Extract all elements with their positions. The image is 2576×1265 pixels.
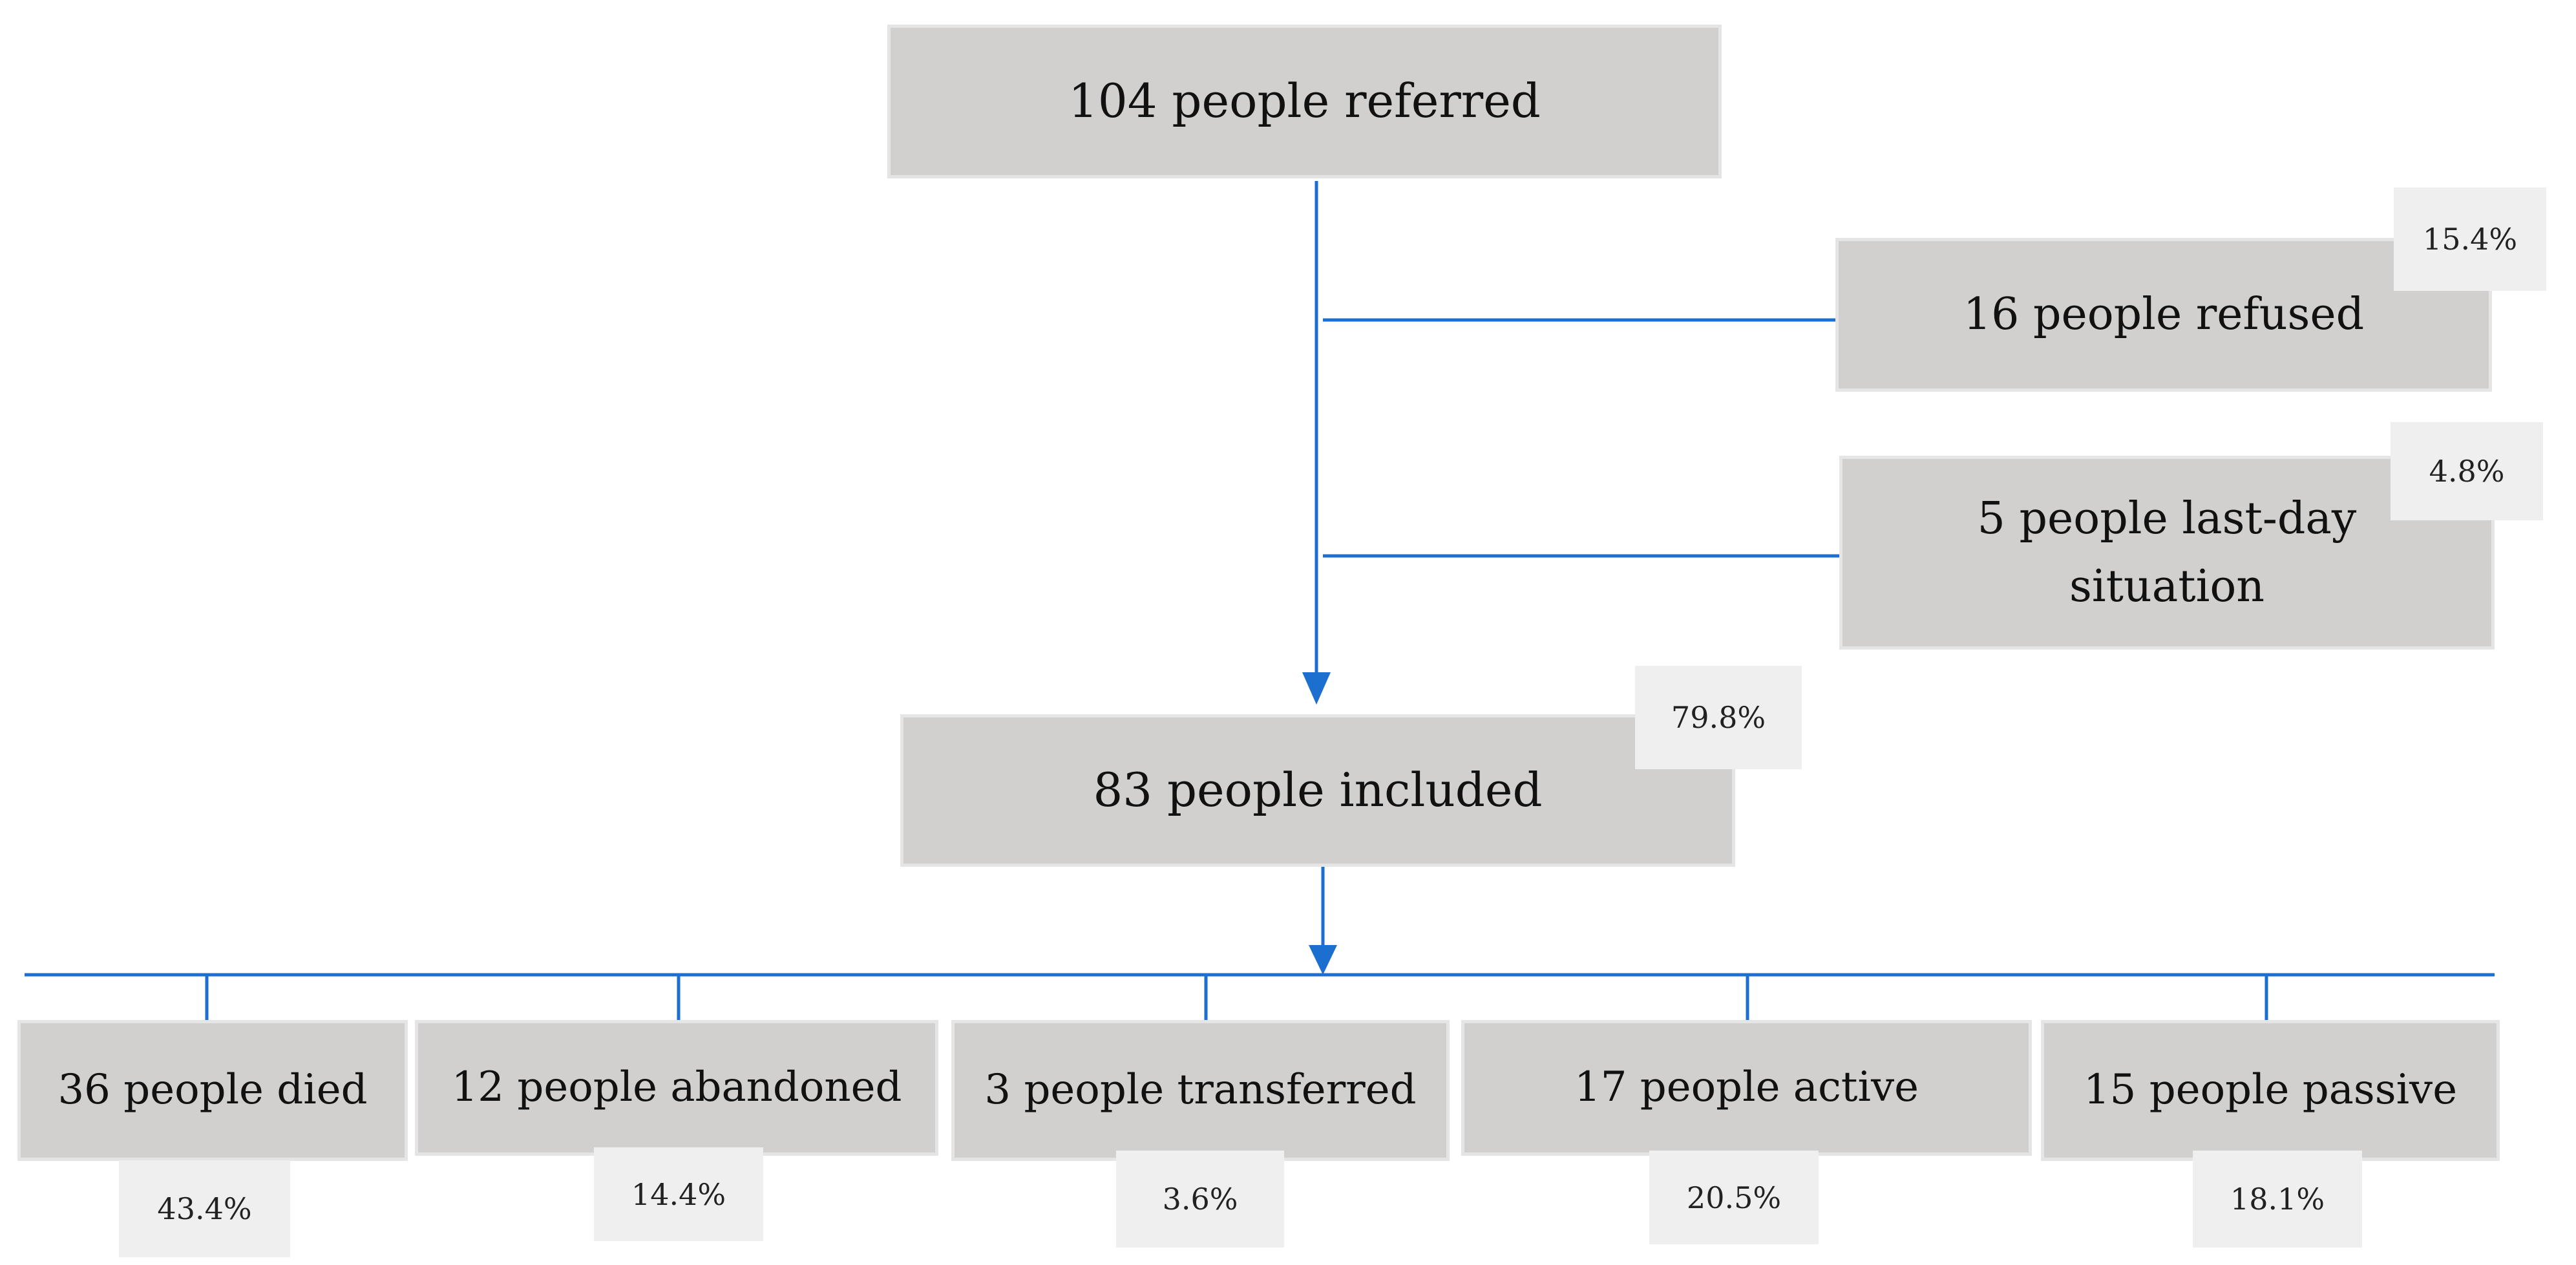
percent-badge-last-day: 4.8% bbox=[2391, 422, 2543, 520]
node-active-label: 17 people active bbox=[1574, 1063, 1919, 1112]
node-last-day: 5 people last-day situation bbox=[1839, 456, 2495, 650]
node-included-label: 83 people included bbox=[1093, 763, 1543, 818]
node-included: 83 people included bbox=[900, 714, 1735, 867]
node-active: 17 people active bbox=[1461, 1020, 2032, 1156]
percent-badge-died: 43.4% bbox=[119, 1160, 290, 1257]
node-referred: 104 people referred bbox=[887, 25, 1722, 178]
percent-badge-transferred: 3.6% bbox=[1116, 1151, 1284, 1248]
node-refused: 16 people refused bbox=[1835, 238, 2492, 392]
arrowhead-to-included bbox=[1302, 672, 1331, 705]
percent-badge-included: 79.8% bbox=[1635, 666, 1802, 769]
node-last-day-label-line2: situation bbox=[2069, 561, 2265, 612]
node-refused-label: 16 people refused bbox=[1963, 289, 2365, 341]
node-abandoned-label: 12 people abandoned bbox=[451, 1063, 902, 1112]
node-transferred: 3 people transferred bbox=[951, 1020, 1450, 1161]
percent-badge-active: 20.5% bbox=[1649, 1151, 1819, 1244]
percent-badge-passive: 18.1% bbox=[2193, 1151, 2362, 1248]
node-abandoned: 12 people abandoned bbox=[415, 1020, 938, 1156]
node-referred-label: 104 people referred bbox=[1068, 74, 1541, 129]
percent-badge-refused: 15.4% bbox=[2394, 187, 2546, 291]
arrowhead-to-outcomes bbox=[1309, 945, 1337, 975]
percent-badge-abandoned: 14.4% bbox=[594, 1147, 763, 1241]
node-passive-label: 15 people passive bbox=[2083, 1066, 2458, 1114]
node-died: 36 people died bbox=[17, 1020, 408, 1161]
node-last-day-label-line1: 5 people last-day bbox=[1977, 493, 2357, 544]
node-passive: 15 people passive bbox=[2041, 1020, 2500, 1161]
node-died-label: 36 people died bbox=[58, 1066, 368, 1114]
node-transferred-label: 3 people transferred bbox=[984, 1066, 1417, 1114]
